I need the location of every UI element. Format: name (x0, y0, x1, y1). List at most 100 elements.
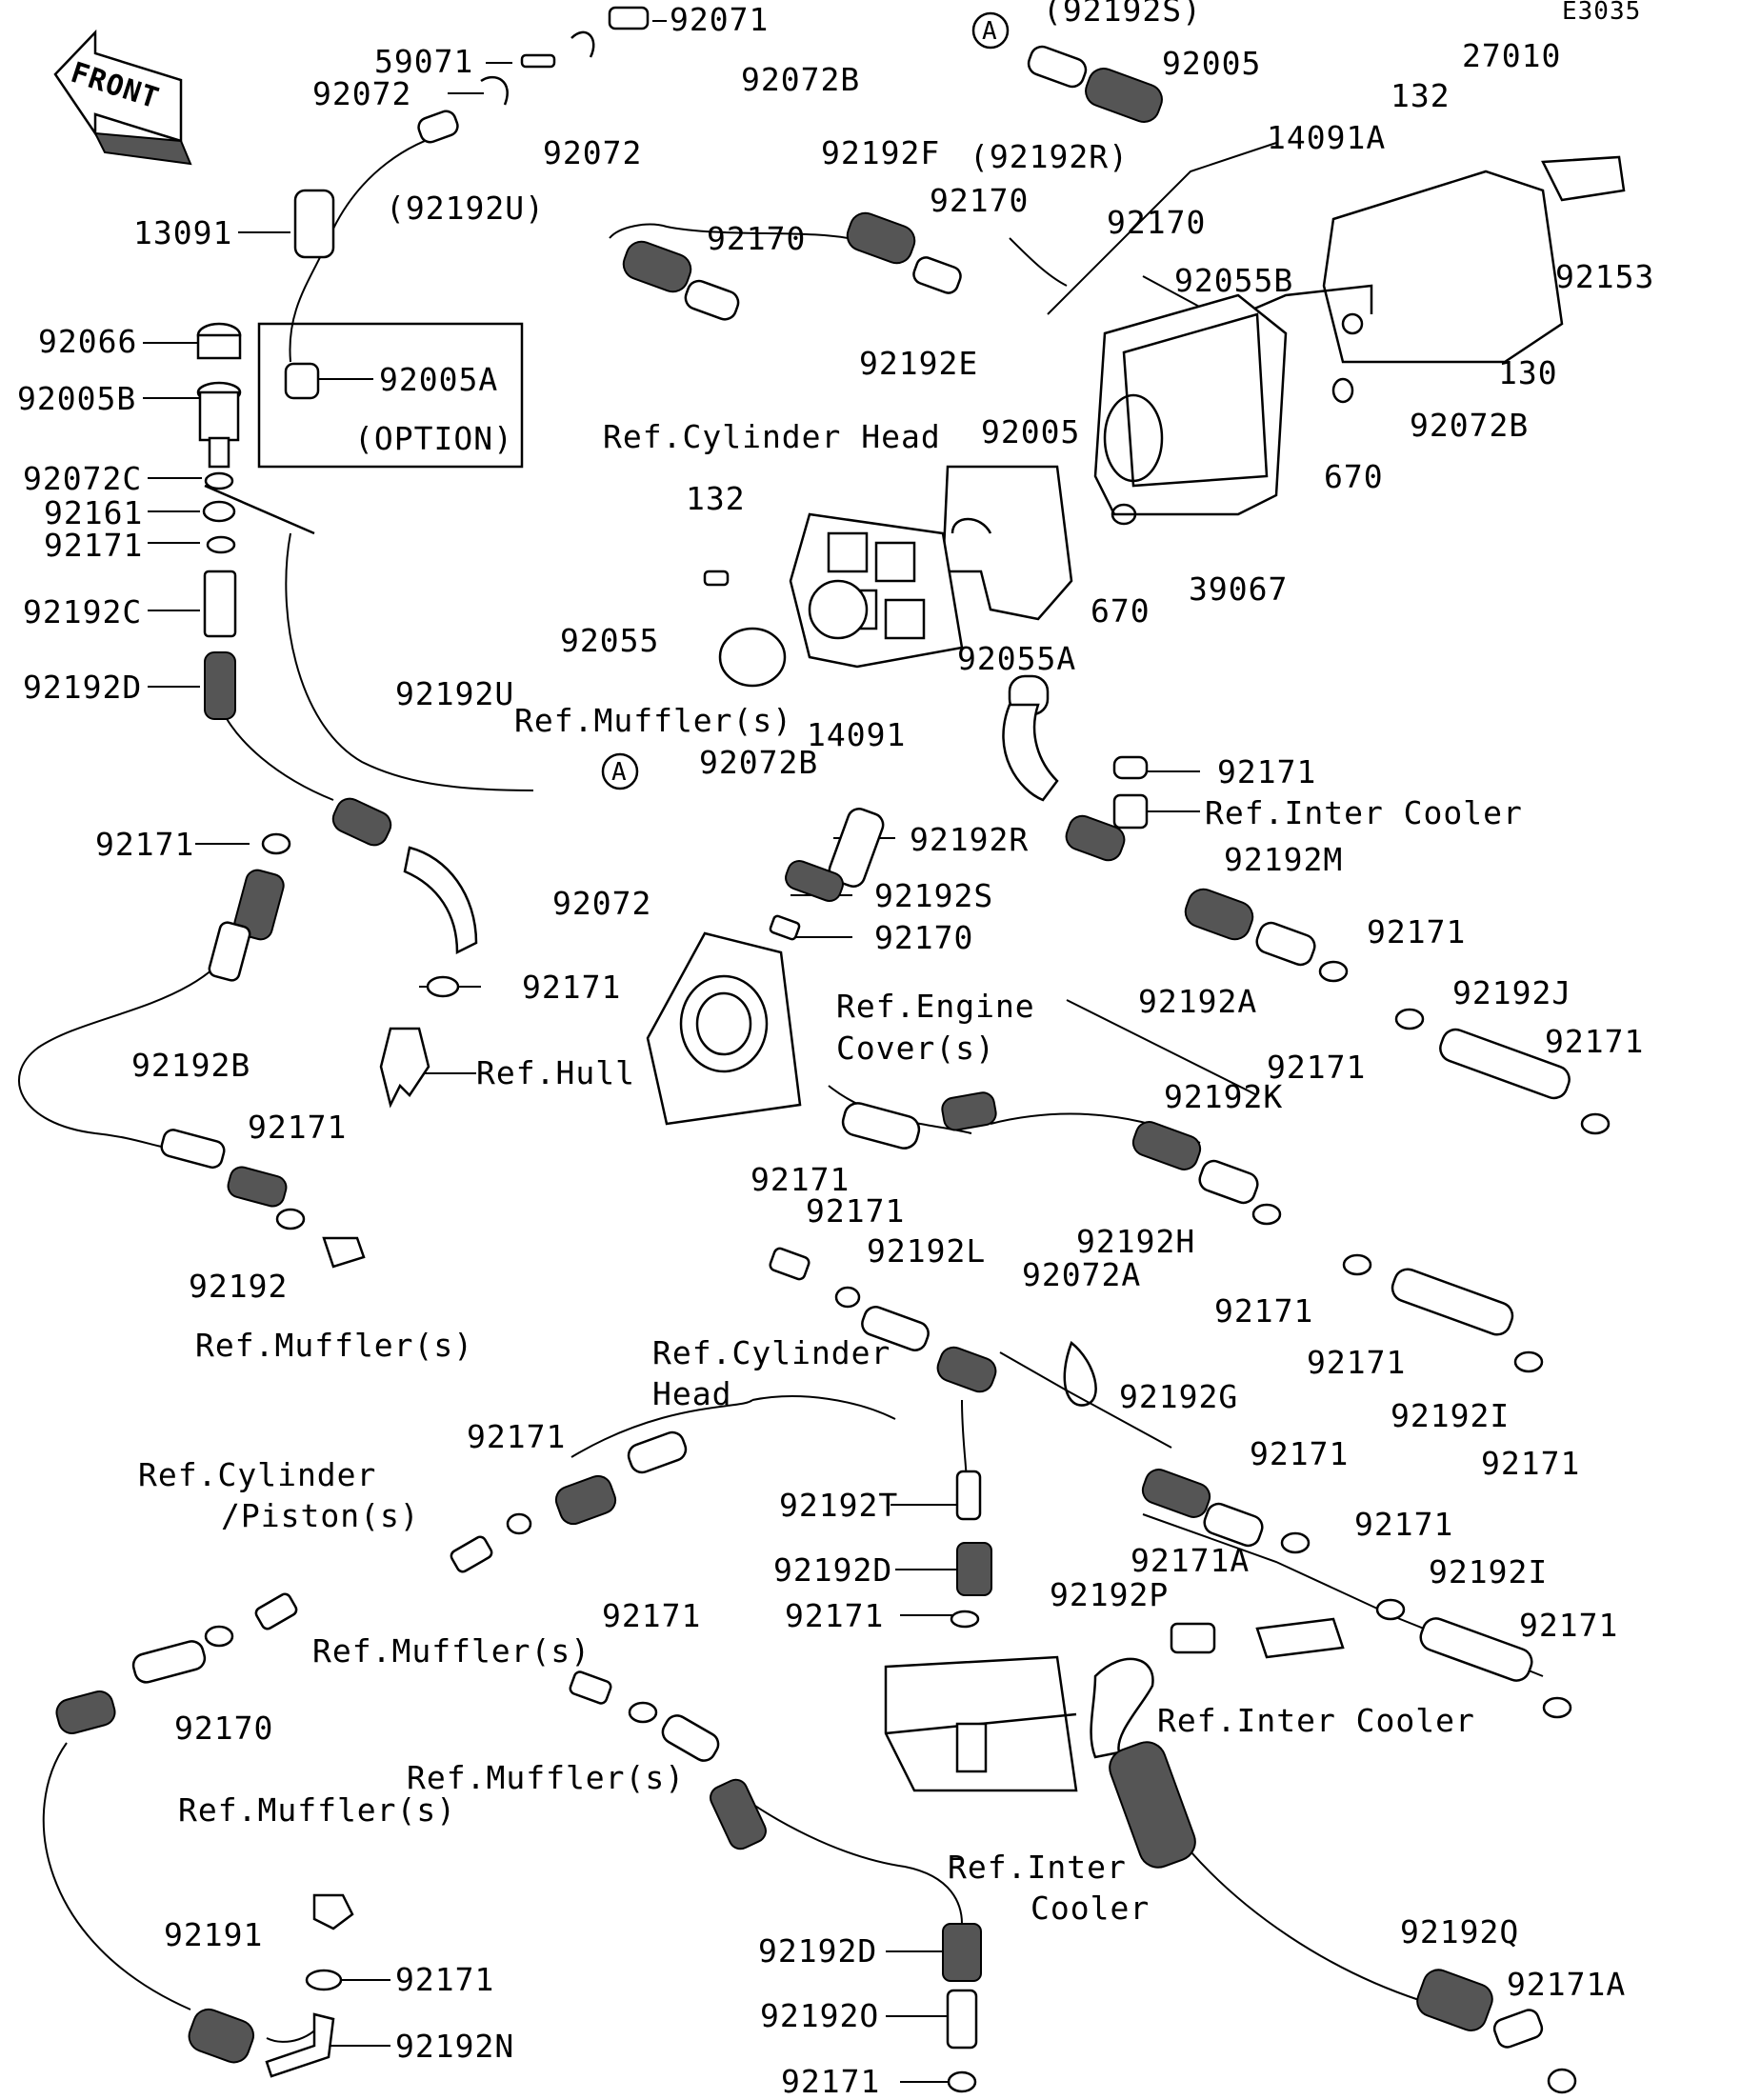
label-l89: 92171 (602, 1597, 701, 1634)
label-l22: 92005A (379, 361, 498, 398)
label-l84: 92171A (1131, 1542, 1250, 1579)
label-l52: 92171 (1367, 913, 1466, 950)
label-l97: Cooler (1031, 1890, 1150, 1927)
label-l6: 92005 (1162, 45, 1261, 82)
label-l59: Ref.Hull (476, 1054, 635, 1091)
label-l12: (92192R) (970, 138, 1129, 175)
label-l51: 92170 (874, 919, 973, 956)
label-l29: 670 (1324, 458, 1384, 495)
label-l9: 14091A (1267, 119, 1386, 156)
label-l76: 92192I (1391, 1397, 1510, 1434)
label-l77: 92171 (1481, 1445, 1580, 1482)
label-l28: 92072B (1410, 407, 1529, 444)
label-l80: 92171 (1250, 1435, 1349, 1472)
label-l70: 92171 (1214, 1292, 1313, 1330)
label-l62: 92192K (1164, 1078, 1283, 1115)
label-l92: 92170 (174, 1710, 273, 1747)
label-l105: 92171 (781, 2063, 880, 2100)
label-l68: 92072A (1022, 1256, 1141, 1293)
label-l25: (OPTION) (354, 420, 513, 457)
label-l91: 92171 (1519, 1607, 1618, 1644)
label-l37: 92055 (560, 622, 659, 659)
label-l26: Ref.Cylinder Head (603, 418, 941, 455)
label-l30: 92072C (23, 460, 142, 497)
label-l93: Ref.Inter Cooler (1157, 1702, 1475, 1739)
label-l1: 92071 (670, 1, 769, 38)
label-l18: 92055B (1174, 262, 1293, 299)
label-l5: 92072B (741, 61, 860, 98)
label-l3: 59071 (374, 43, 473, 80)
label-l102: 92192D (758, 1932, 877, 1970)
marker-a-top: A (982, 17, 998, 46)
label-l35: 670 (1091, 592, 1151, 630)
label-l74: Head (652, 1375, 731, 1412)
label-l64: 92171 (750, 1161, 850, 1198)
label-l88: 92171 (785, 1597, 884, 1634)
label-l48: 92192M (1224, 841, 1343, 878)
label-l99: 92192Q (1400, 1913, 1519, 1950)
label-l90: Ref.Muffler(s) (312, 1632, 590, 1670)
label-l83: 92171 (1354, 1506, 1453, 1543)
label-l47: 92192R (910, 821, 1029, 858)
label-l20: 92066 (38, 323, 137, 360)
label-l96: Ref.Inter (948, 1849, 1127, 1886)
label-l54: Ref.Engine (836, 988, 1035, 1025)
parts: A A (55, 6, 1626, 2094)
label-l10: 92072 (543, 134, 642, 171)
callout-labels: 92071 (92192S) 59071 92072 92072B 92005 … (17, 0, 1654, 2100)
label-l67: 92192H (1076, 1223, 1195, 1260)
label-l24: 92005B (17, 380, 136, 417)
label-l56: 92192A (1138, 983, 1257, 1020)
label-l79: Ref.Cylinder (138, 1456, 376, 1493)
label-l60: 92192B (131, 1047, 250, 1084)
drawing-code: E3035 (1562, 0, 1641, 26)
label-l11: 92192F (821, 134, 940, 171)
label-l53: 92171 (522, 969, 621, 1006)
label-l23: 130 (1498, 354, 1558, 391)
label-l19: 92153 (1555, 258, 1654, 295)
label-l34: 39067 (1189, 570, 1288, 608)
label-l82: 92192T (779, 1487, 898, 1524)
label-l43: 92072B (699, 744, 818, 781)
label-l21: 92192E (859, 345, 978, 382)
label-l65: 92171 (806, 1192, 905, 1230)
marker-a-mid: A (611, 758, 628, 787)
label-l72: Ref.Cylinder (652, 1334, 891, 1371)
label-l75: 92192G (1119, 1378, 1238, 1415)
label-l57: 92192J (1452, 974, 1571, 1011)
label-l61: 92171 (1267, 1049, 1366, 1086)
label-l42: 14091 (807, 716, 906, 753)
label-l100: 92171 (395, 1961, 494, 1998)
label-l50: 92072 (552, 885, 651, 922)
label-l69: 92192 (189, 1268, 288, 1305)
label-l46: 92171 (95, 826, 194, 863)
label-l58: 92171 (1545, 1023, 1644, 1060)
label-l101: 92171A (1507, 1966, 1626, 2003)
label-l66: 92192L (867, 1232, 986, 1270)
label-l81: /Piston(s) (221, 1497, 420, 1534)
label-l73: 92171 (1307, 1344, 1406, 1381)
label-l31: 92161 (44, 494, 143, 531)
label-l27: 92005 (981, 413, 1080, 450)
label-l2: (92192S) (1043, 0, 1202, 29)
label-l63: 92171 (248, 1109, 347, 1146)
label-l4: 92072 (312, 75, 411, 112)
label-l87: 92192P (1050, 1576, 1169, 1613)
label-l44: 92171 (1217, 753, 1316, 790)
label-l36: 92192C (23, 593, 142, 630)
label-l55: Cover(s) (836, 1030, 995, 1067)
label-l15: 92170 (1107, 204, 1206, 241)
label-l40: 92192U (395, 675, 514, 712)
label-l13: (92192U) (386, 190, 545, 227)
label-l104: 92192O (760, 1997, 879, 2034)
label-l49: 92192S (874, 877, 993, 914)
label-l85: 92192I (1429, 1553, 1548, 1590)
label-l7: 27010 (1462, 37, 1561, 74)
label-l103: 92192N (395, 2028, 514, 2065)
front-arrow-icon: FRONT (53, 29, 192, 166)
leader-lines (143, 20, 1200, 2083)
label-l71: Ref.Muffler(s) (195, 1327, 473, 1364)
label-l14: 92170 (930, 182, 1029, 219)
label-l38: 92055A (957, 640, 1076, 677)
label-l33: 92171 (44, 527, 143, 564)
